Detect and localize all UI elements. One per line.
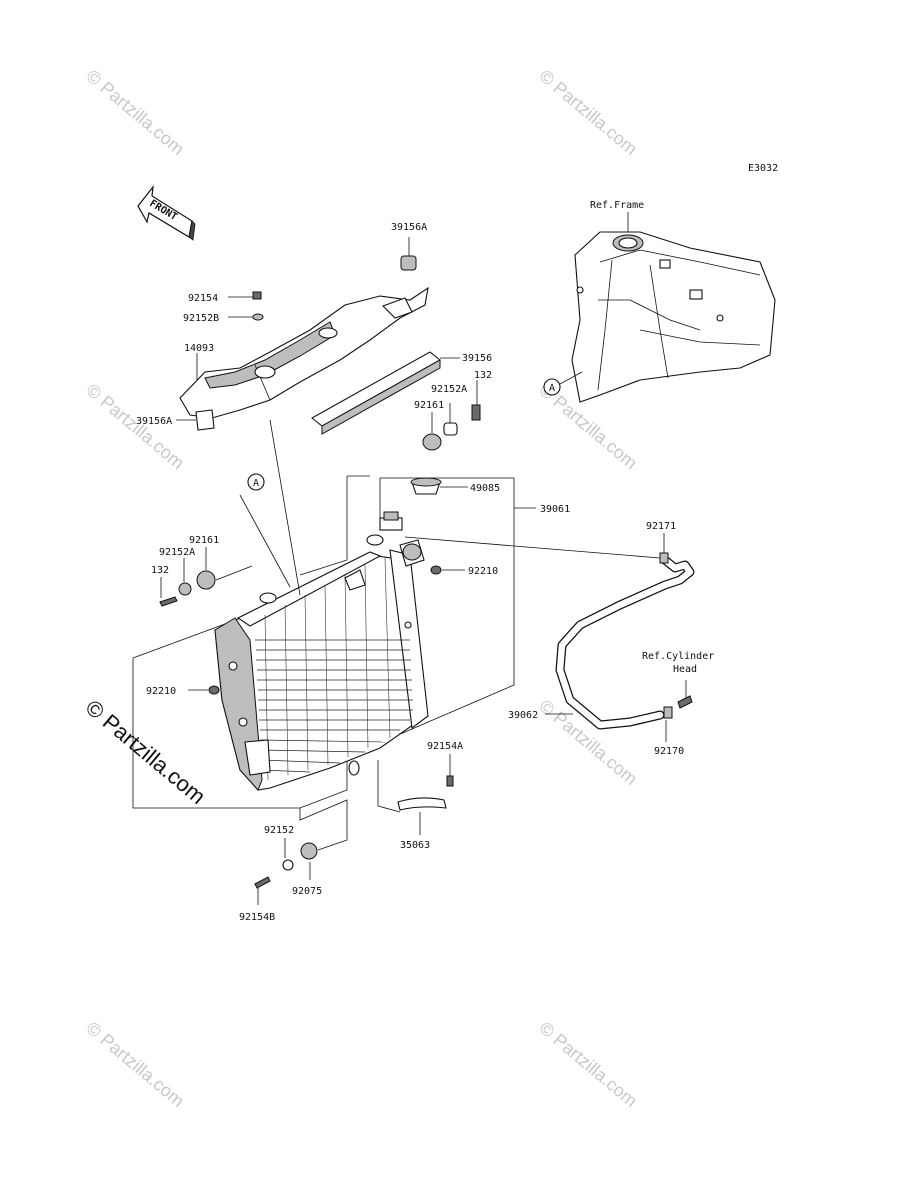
label-92171: 92171 — [646, 521, 676, 532]
label-35063: 35063 — [400, 840, 430, 851]
label-92075: 92075 — [292, 886, 322, 897]
collar-92152A-right — [443, 422, 458, 436]
callout-a-frame-label: A — [549, 383, 555, 394]
label-132-left: 132 — [151, 565, 169, 576]
callout-a-radiator — [247, 473, 265, 491]
ref-frame-label: Ref.Frame — [590, 200, 644, 211]
label-39061: 39061 — [540, 504, 570, 515]
bracket-35063 — [397, 797, 447, 811]
label-92170: 92170 — [654, 746, 684, 757]
label-39156: 39156 — [462, 353, 492, 364]
callout-a-radiator-label: A — [253, 478, 259, 489]
label-92210-right: 92210 — [468, 566, 498, 577]
label-ref-cylinder-line2: Head — [673, 664, 697, 675]
radiator-core — [214, 511, 429, 791]
label-92161-right: 92161 — [414, 400, 444, 411]
label-39156A-left: 39156A — [136, 416, 172, 427]
label-92154A: 92154A — [427, 741, 463, 752]
watermark: © Partzilla.com — [82, 66, 188, 159]
label-92152B: 92152B — [183, 313, 219, 324]
rubber-strip-39156 — [311, 351, 460, 435]
hose-39062 — [555, 552, 695, 730]
part-labels: 39156A 92154 92152B 14093 39156 39156A 9… — [136, 222, 714, 923]
bolt-92154 — [252, 291, 262, 300]
label-92210-left: 92210 — [146, 686, 176, 697]
left-fasteners — [159, 547, 465, 695]
label-92152: 92152 — [264, 825, 294, 836]
label-49085: 49085 — [470, 483, 500, 494]
front-arrow-icon: FRONT — [137, 184, 196, 241]
label-92154: 92154 — [188, 293, 218, 304]
radiator-cap-49085 — [410, 477, 468, 495]
label-ref-cylinder-line1: Ref.Cylinder — [642, 651, 714, 662]
label-132-right: 132 — [474, 370, 492, 381]
label-92161-left: 92161 — [189, 535, 219, 546]
label-39156A-top: 39156A — [391, 222, 427, 233]
label-92154B: 92154B — [239, 912, 275, 923]
damper-39156A-top — [400, 255, 417, 271]
radiator-cover-14093 — [179, 286, 429, 419]
watermark: © Partzilla.com — [82, 1018, 188, 1111]
damper-39156A-left — [195, 409, 215, 431]
label-39062: 39062 — [508, 710, 538, 721]
callout-a-frame — [543, 378, 561, 396]
bolt-132-right — [471, 404, 481, 421]
watermark-large: © Partzilla.com — [81, 695, 211, 809]
watermark: © Partzilla.com — [535, 66, 641, 159]
diagram-code: E3032 — [748, 163, 778, 174]
bottom-fasteners — [254, 754, 454, 905]
label-92152A-right: 92152A — [431, 384, 467, 395]
label-92152A-left: 92152A — [159, 547, 195, 558]
collar-92152B — [252, 313, 264, 321]
watermark: © Partzilla.com — [535, 1018, 641, 1111]
label-14093: 14093 — [184, 343, 214, 354]
grommet-92161-right — [422, 433, 442, 451]
frame-reference: Ref.Frame A — [543, 200, 776, 403]
